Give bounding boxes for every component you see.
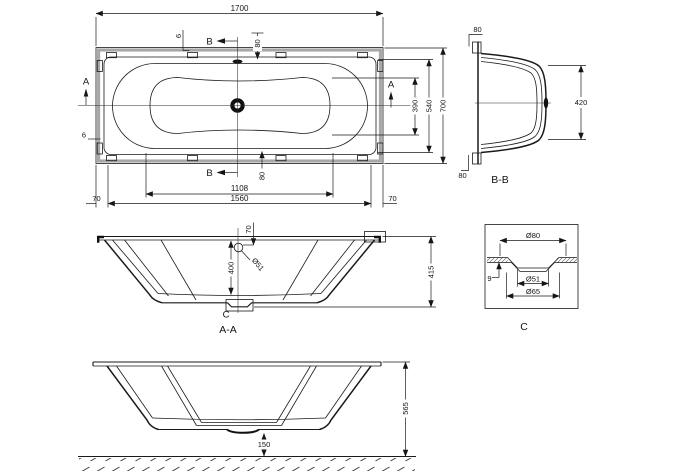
tub-floor-outline: [149, 77, 331, 134]
ground: [78, 455, 416, 471]
dim-overflow-diameter: Ø51: [250, 256, 266, 273]
detail-c-label: C: [520, 321, 528, 333]
aa-outer-wall-right: [316, 239, 376, 304]
aa-overflow-hole: [233, 242, 244, 253]
section-b-arrow-top: [216, 38, 225, 44]
fixing-clips: [96, 52, 384, 162]
elev-drain-bump: [226, 428, 260, 434]
section-a-arrow-left: [83, 88, 89, 97]
aa-flange-tip-left: [97, 235, 104, 243]
dim-aa-inner-depth: 400: [227, 262, 236, 275]
dim-rim-width-bottom: 80: [458, 171, 466, 180]
section-b-arrow-bottom: [216, 169, 225, 176]
aa-floor-inner: [157, 293, 322, 296]
dim-floor-width: 390: [411, 100, 420, 113]
section-aa-view: Ø51 70 400 415 C A-A: [97, 222, 436, 336]
tub-opening-outline: [112, 63, 368, 149]
dim-floor-length: 1108: [231, 184, 249, 193]
section-bb-label: B-B: [491, 174, 509, 186]
dim-drain-hole-diameter: Ø51: [526, 275, 540, 284]
dim-bb-inner-depth: 420: [575, 98, 588, 107]
section-marker-a-left: A: [83, 77, 90, 88]
dim-overall-width: 700: [439, 100, 448, 113]
bb-drain-section: [543, 97, 549, 109]
bb-rim-flange-bottom: [472, 152, 482, 165]
ground-hatching: [79, 458, 415, 471]
dim-margin-right: 70: [388, 194, 396, 203]
section-a-arrow-right: [388, 91, 394, 100]
section-bb-view: 80 80 420 B-B: [458, 25, 591, 186]
dim-recess-top-diameter: Ø80: [526, 231, 540, 240]
dim-drain-edge-offset: 80: [258, 172, 267, 180]
aa-drain-recess: [227, 302, 252, 308]
dim-underbody-clearance: 150: [258, 440, 271, 449]
dim-rim-width-top: 80: [473, 25, 481, 34]
detail-c-view: Ø80 9 Ø51 Ø65 C: [484, 224, 579, 333]
section-aa-label: A-A: [219, 324, 237, 336]
dim-rim-length: 1560: [231, 194, 249, 203]
dim-overall-length: 1700: [231, 4, 249, 13]
elev-outer-wall-left: [106, 365, 159, 431]
aa-drain-detail-ref: C: [223, 310, 230, 321]
dim-rim-opening-width: 540: [425, 100, 434, 113]
section-marker-b-bottom: B: [206, 168, 212, 179]
dim-overflow-drop: 70: [244, 225, 253, 233]
dim-recess-base-diameter: Ø65: [526, 287, 540, 296]
dim-margin-left: 70: [92, 194, 100, 203]
aa-flange-tip-right: [374, 235, 381, 243]
dim-clip-offset-top: 6: [174, 34, 183, 38]
dim-overall-height: 565: [401, 402, 410, 415]
dim-overflow-edge-offset: 80: [253, 39, 262, 47]
bb-rim-flange-top: [472, 41, 482, 54]
dim-clip-offset-side: 6: [82, 131, 86, 140]
section-marker-a-right: A: [388, 80, 395, 91]
aa-drain-callout-box: [225, 299, 254, 312]
section-marker-b-top: B: [206, 37, 212, 48]
dim-aa-overall-depth: 415: [427, 266, 436, 279]
dim-recess-depth: 9: [487, 274, 491, 283]
detail-c-frame: [484, 224, 579, 309]
front-elevation-view: 150 565: [92, 361, 410, 457]
aa-outer-wall-left: [103, 239, 163, 304]
elev-outer-wall-right: [319, 365, 372, 431]
plan-view: 1700 700 540 390 1108 1560 70 70 B: [78, 4, 448, 208]
drain-recess-lower: [511, 262, 555, 272]
